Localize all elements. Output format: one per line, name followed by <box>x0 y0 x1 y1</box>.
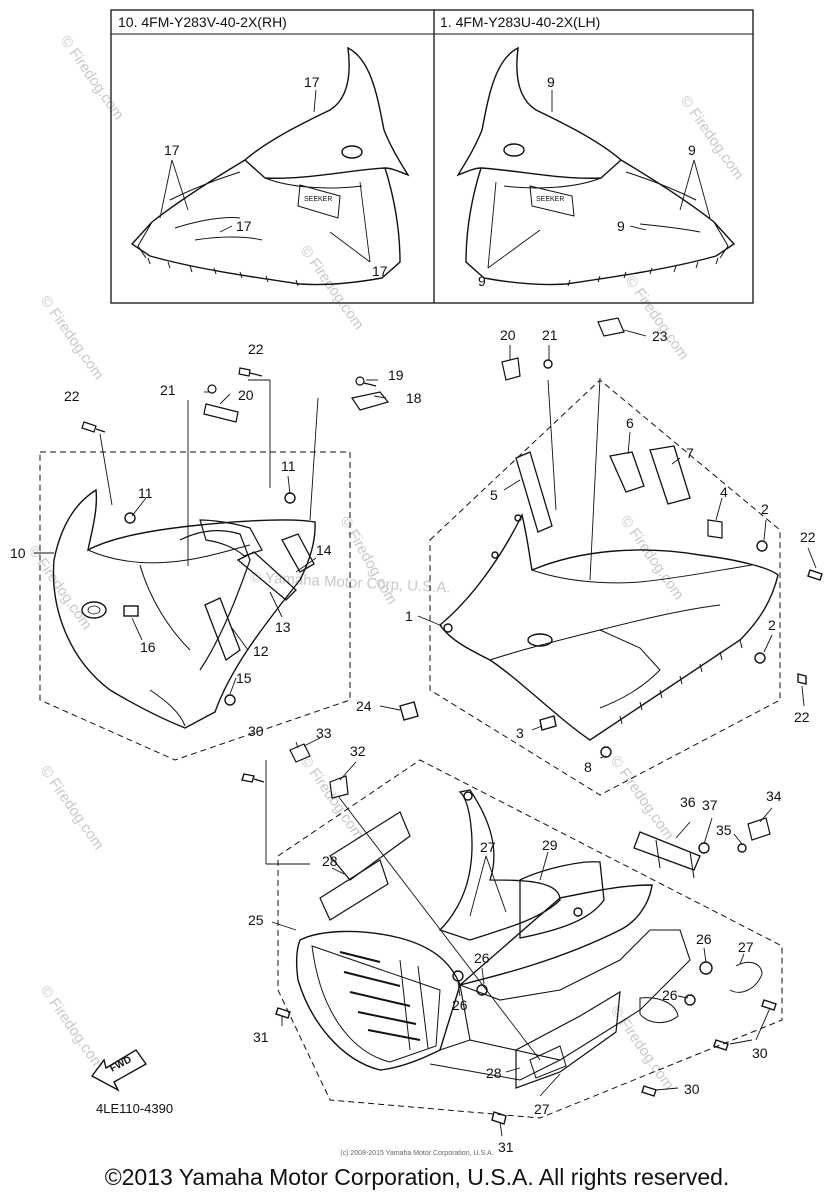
callout-16: 16 <box>140 639 156 655</box>
under-cowl-exploded <box>241 743 777 1125</box>
callout-37: 37 <box>702 797 718 813</box>
callout-30: 30 <box>248 723 264 739</box>
watermark-text: © Firedog.com <box>607 753 677 844</box>
callout-27: 27 <box>738 939 754 955</box>
callout-26: 26 <box>662 987 678 1003</box>
callout-29: 29 <box>542 837 558 853</box>
callout-13: 13 <box>275 619 291 635</box>
variant-frame-box <box>110 9 754 304</box>
callout-14: 14 <box>316 542 332 558</box>
callout-30: 30 <box>752 1045 768 1061</box>
watermark-text: © Firedog.com <box>57 33 127 124</box>
callout-22: 22 <box>794 709 810 725</box>
callout-26: 26 <box>696 931 712 947</box>
under-cowl-callout-leaders <box>265 737 773 1137</box>
callout-15: 15 <box>236 670 252 686</box>
lh-side-cowling-illustration: SEEKER <box>456 46 736 287</box>
callout-27: 27 <box>480 839 496 855</box>
callout-9: 9 <box>688 142 696 158</box>
callout-20: 20 <box>238 387 254 403</box>
watermark-text: © Firedog.com <box>617 513 687 604</box>
watermark-text: © Firedog.com <box>677 93 747 184</box>
variant-frames <box>110 9 754 304</box>
callout-2: 2 <box>761 501 769 517</box>
callout-5: 5 <box>490 487 498 503</box>
callout-3: 3 <box>516 725 524 741</box>
callout-31: 31 <box>498 1139 514 1155</box>
callout-17: 17 <box>164 142 180 158</box>
callout-20: 20 <box>500 327 516 343</box>
callout-24: 24 <box>356 698 372 714</box>
callout-32: 32 <box>350 743 366 759</box>
lh-variant-title: 1. 4FM-Y283U-40-2X(LH) <box>440 14 600 30</box>
fwd-label: FWD <box>108 1054 133 1074</box>
callout-11: 11 <box>281 458 296 474</box>
watermark-text: © Firedog.com <box>297 243 367 334</box>
callout-21: 21 <box>160 382 176 398</box>
callout-18: 18 <box>406 390 422 406</box>
watermark-text: © Firedog.com <box>37 983 107 1074</box>
rh-assembly-boundary <box>39 451 351 761</box>
callout-28: 28 <box>486 1065 502 1081</box>
rh-callout-leaders-lower <box>34 379 387 695</box>
rh-side-cowling-illustration: SEEKER <box>130 46 410 287</box>
diagram-code: 4LE110-4390 <box>96 1101 174 1116</box>
callout-31: 31 <box>253 1029 269 1045</box>
under-cowl-boundary <box>277 759 783 1119</box>
callout-25: 25 <box>248 912 264 928</box>
watermark-text: © Firedog.com <box>37 763 107 854</box>
rh-cowling-exploded <box>52 488 316 729</box>
callout-17: 17 <box>372 263 388 279</box>
watermark-text: © Firedog.com <box>37 293 107 384</box>
rh-callout-leaders <box>159 89 371 263</box>
callout-10: 10 <box>10 545 26 561</box>
callout-23: 23 <box>652 328 668 344</box>
callout-9: 9 <box>478 273 486 289</box>
decal-text: SEEKER <box>304 196 332 203</box>
callout-1: 1 <box>405 608 413 624</box>
callout-22: 22 <box>64 388 80 404</box>
decal-text: SEEKER <box>536 196 564 203</box>
watermark-text: © Firedog.com <box>622 273 692 364</box>
callout-12: 12 <box>253 643 269 659</box>
callout-6: 6 <box>626 415 634 431</box>
callout-35: 35 <box>716 822 732 838</box>
watermark-layer: © Firedog.com © Firedog.com © Firedog.co… <box>25 33 747 1094</box>
rh-fasteners <box>81 367 390 433</box>
callout-2: 2 <box>768 617 776 633</box>
fine-print: (c) 2008-2015 Yamaha Motor Corporation, … <box>340 1150 494 1157</box>
copyright-notice: ©2013 Yamaha Motor Corporation, U.S.A. A… <box>104 1164 730 1190</box>
callout-9: 9 <box>547 74 555 90</box>
callout-17: 17 <box>236 218 252 234</box>
callout-30: 30 <box>684 1081 700 1097</box>
lh-callout-leaders <box>487 90 711 269</box>
callout-33: 33 <box>316 725 332 741</box>
callout-19: 19 <box>388 367 404 383</box>
lh-cowling-exploded <box>399 317 823 758</box>
callout-27: 27 <box>534 1101 550 1117</box>
callout-36: 36 <box>680 794 696 810</box>
callout-17: 17 <box>304 74 320 90</box>
callout-34: 34 <box>766 788 782 804</box>
callout-8: 8 <box>584 759 592 775</box>
lh-callout-leaders <box>379 329 817 759</box>
callout-11: 11 <box>138 485 153 501</box>
callout-9: 9 <box>617 218 625 234</box>
callout-26: 26 <box>474 950 490 966</box>
callout-21: 21 <box>542 327 558 343</box>
callout-26: 26 <box>452 997 468 1013</box>
callout-28: 28 <box>322 853 338 869</box>
callout-22: 22 <box>800 529 816 545</box>
rh-variant-title: 10. 4FM-Y283V-40-2X(RH) <box>118 14 287 30</box>
callout-4: 4 <box>720 484 728 500</box>
lh-assembly-boundary <box>429 379 781 796</box>
callout-22: 22 <box>248 341 264 357</box>
callout-7: 7 <box>686 445 694 461</box>
